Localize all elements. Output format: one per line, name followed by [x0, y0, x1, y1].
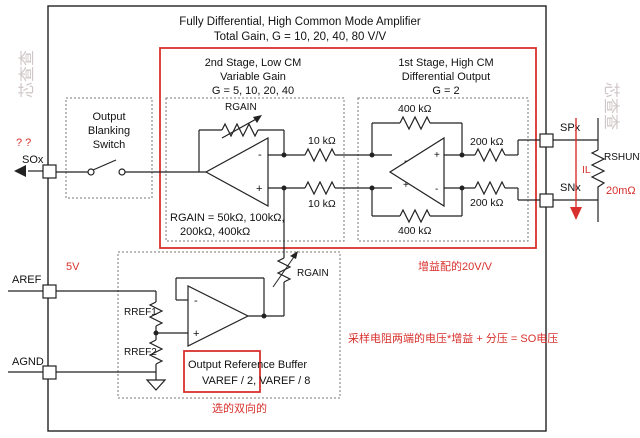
sox-pin: [42, 164, 57, 179]
header-title-line2: Total Gain, G = 10, 20, 40, 80 V/V: [214, 31, 387, 43]
r400k-bottom-label: 400 kΩ: [398, 225, 432, 237]
spx-pin: [539, 133, 554, 148]
blanking-line3: Switch: [93, 139, 125, 151]
blanking-line1: Output: [92, 111, 125, 123]
chip-outline: [47, 5, 547, 432]
sox-arrow-icon: [14, 165, 26, 177]
r200k-top-label: 200 kΩ: [470, 136, 504, 148]
r200k-top: [474, 147, 506, 163]
stage2-opamp-plus: +: [256, 183, 262, 195]
ground-icon: [145, 379, 167, 391]
il-arrow-icon: [570, 207, 582, 220]
r400k-top-label: 400 kΩ: [398, 103, 432, 115]
stage1-box: [357, 97, 529, 242]
stage2-box: [165, 97, 345, 242]
aref-pin: [42, 284, 57, 299]
stage1-title-line1: 1st Stage, High CM: [398, 57, 493, 69]
input-wires: [505, 139, 540, 201]
stage1-feedback-wires: [371, 115, 475, 224]
node-stage1-bottom-right: [459, 185, 465, 191]
node-stage1-top-right: [459, 152, 465, 158]
stage1-opamp-minus-in: +: [434, 150, 440, 161]
stage2-gain: G = 5, 10, 20, 40: [212, 85, 294, 97]
stage2-opamp-minus: -: [258, 149, 262, 161]
aref-label: AREF: [12, 274, 42, 286]
rgain-ref-arrow-line: [272, 253, 297, 288]
stage2-opamp: [204, 136, 269, 208]
il-label: IL: [582, 164, 591, 176]
rgain-top-label: RGAIN: [225, 102, 257, 113]
rgain-variable-arrow-icon: [253, 115, 262, 123]
stage1-opamp: [388, 136, 445, 208]
sox-label: SOx: [22, 154, 44, 166]
rref1-label: RREF1: [124, 307, 157, 318]
r200k-bottom: [474, 180, 506, 196]
header-title-line1: Fully Differential, High Common Mode Amp…: [179, 16, 421, 28]
r200k-bottom-label: 200 kΩ: [470, 197, 504, 209]
formula-note: 采样电阻两端的电压*增益 + 分压 = SO电压: [348, 331, 558, 345]
bidirectional-note: 选的双向的: [212, 401, 267, 415]
stage1-opamp-plus-in: -: [435, 184, 438, 195]
rref2-label: RREF2: [124, 347, 157, 358]
node-divider-mid: [153, 330, 159, 336]
r10k-bottom: [304, 180, 336, 196]
blanking-line2: Blanking: [88, 125, 130, 137]
node-stage2-minus: [281, 152, 287, 158]
highlight-amplifier-region: [159, 47, 537, 249]
ref-buffer-line1: Output Reference Buffer: [188, 359, 307, 371]
ref-buffer-highlight: [183, 350, 261, 393]
node-buffer-out: [261, 313, 267, 319]
rgain-ref-resistor: [276, 257, 292, 283]
ref-buffer-minus: -: [194, 295, 198, 307]
ref-buffer-plus: +: [193, 328, 199, 340]
aref-voltage-note: 5V: [66, 261, 80, 273]
rgain-values-line1: RGAIN = 50kΩ, 100kΩ,: [170, 212, 285, 224]
blanking-switch-box: [65, 97, 153, 199]
gain-note: 增益配的20V/V: [418, 259, 493, 273]
stage2-feedback-wires: [198, 117, 285, 172]
snx-label: SNx: [560, 182, 581, 194]
spx-label: SPx: [560, 122, 581, 134]
r10k-top-label: 10 kΩ: [308, 135, 336, 147]
agnd-label: AGND: [12, 356, 44, 368]
rshunt-label: RSHUNT: [604, 152, 640, 163]
ref-buffer-feedback: [156, 277, 265, 334]
divider-wires: [56, 290, 164, 380]
ref-buffer-line2: VAREF / 2, VAREF / 8: [202, 375, 310, 387]
agnd-pin: [42, 365, 57, 380]
rshunt-value: 20mΩ: [606, 185, 636, 197]
r10k-top: [304, 147, 336, 163]
watermark-left: 芯查查: [18, 50, 36, 98]
rgain-values-line2: 200kΩ, 400kΩ: [180, 226, 250, 238]
rgain-ref-label: RGAIN: [297, 268, 329, 279]
r10k-bottom-label: 10 kΩ: [308, 198, 336, 210]
question-marks: ? ?: [16, 137, 31, 149]
ref-buffer-opamp: [187, 285, 250, 347]
snx-pin: [539, 193, 554, 208]
stage2-title-line2: Variable Gain: [220, 71, 286, 83]
rgain-ref-arrow-icon: [290, 251, 298, 259]
node-stage1-top-left: [369, 152, 375, 158]
watermark-right: 芯查查: [602, 82, 620, 130]
stage1-opamp-out-minus: -: [404, 156, 407, 167]
blanking-switch-symbol: [56, 159, 206, 176]
stage1-title-line2: Differential Output: [402, 71, 490, 83]
node-stage1-bottom-left: [369, 185, 375, 191]
stage2-title-line1: 2nd Stage, Low CM: [205, 57, 302, 69]
stage1-opamp-out-plus: +: [403, 180, 409, 191]
stage1-gain: G = 2: [432, 85, 459, 97]
